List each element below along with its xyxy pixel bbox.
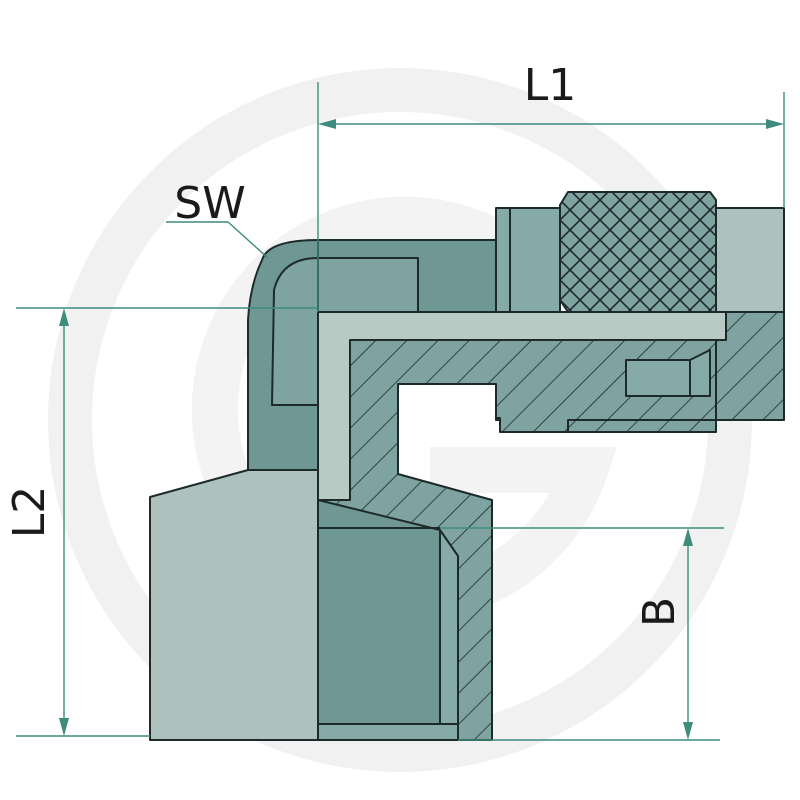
tube-end (715, 207, 785, 313)
dimension-l1 (317, 82, 785, 312)
knurled-nut (559, 191, 717, 313)
label-sw: SW (174, 178, 245, 229)
lower-branch (149, 469, 459, 741)
body-hex (495, 207, 561, 313)
dimension-sw (166, 221, 269, 259)
label-b: B (634, 597, 685, 627)
label-l2: L2 (4, 486, 55, 539)
dimension-l2 (16, 307, 318, 737)
dimension-b (440, 527, 724, 741)
label-l1: L1 (524, 60, 577, 111)
